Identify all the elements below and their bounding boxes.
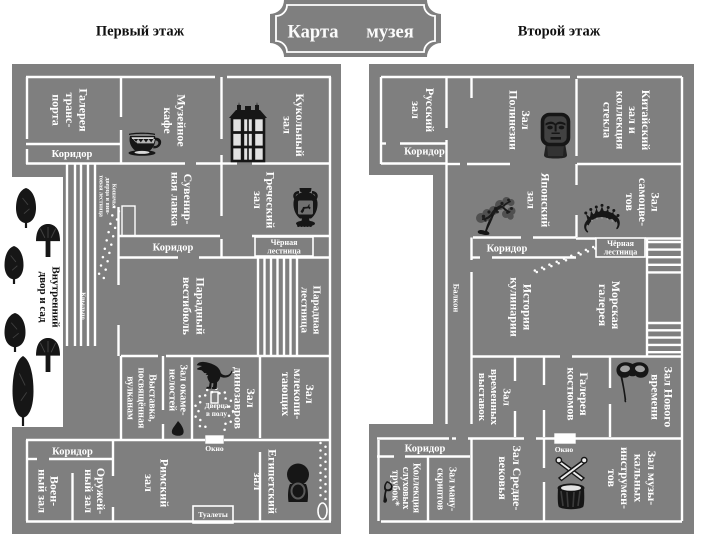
- svg-text:Коридор: Коридор: [405, 444, 446, 455]
- svg-text:Выставка,посвящённаявулканам: Выставка,посвящённаявулканам: [125, 368, 158, 429]
- svg-text:Греческийзал: Греческийзал: [251, 172, 278, 229]
- svg-text:Коридор: Коридор: [52, 149, 93, 160]
- svg-text:ЗалПолинезии: ЗалПолинезии: [507, 90, 533, 150]
- svg-text:Коридор: Коридор: [52, 447, 93, 458]
- svg-text:Окно: Окно: [205, 444, 224, 453]
- svg-text:Второй этаж: Второй этаж: [518, 24, 601, 40]
- svg-text:Кошачьядверца и вин-товая лест: Кошачьядверца и вин-товая лестница: [98, 175, 117, 217]
- svg-text:Воен-ный зал: Воен-ный зал: [35, 469, 61, 513]
- svg-text:Параднаялестница: Параднаялестница: [299, 285, 323, 334]
- svg-text:Галереякостюмов: Галереякостюмов: [565, 367, 592, 421]
- svg-text:Зал Новоговремени: Зал Новоговремени: [648, 367, 675, 428]
- svg-text:Японскийзал: Японскийзал: [524, 173, 552, 228]
- svg-text:Галереятранс-порта: Галереятранс-порта: [49, 88, 90, 132]
- svg-text:Туалеты: Туалеты: [198, 510, 228, 519]
- svg-text:музея: музея: [366, 23, 414, 43]
- svg-text:Залмлекопи-тающих: Залмлекопи-тающих: [279, 369, 317, 420]
- svg-text:Музейноекафе: Музейноекафе: [161, 94, 189, 147]
- svg-text:Морскаягалерея: Морскаягалерея: [596, 281, 623, 330]
- svg-text:Карта: Карта: [287, 23, 338, 43]
- svg-text:Русскийзал: Русскийзал: [409, 88, 437, 132]
- svg-text:Первый этаж: Первый этаж: [96, 24, 185, 40]
- svg-text:Коллекцияслуховыхтрубок*: Коллекцияслуховыхтрубок*: [389, 463, 421, 514]
- svg-text:Римскийзал: Римскийзал: [142, 459, 172, 508]
- svg-text:Окно: Окно: [555, 445, 574, 454]
- svg-text:Китайскийзал иколлекциястекла: Китайскийзал иколлекциястекла: [601, 90, 653, 151]
- svg-text:Зал Средне-вековья: Зал Средне-вековья: [496, 446, 524, 511]
- svg-text:Зал ману-скриптов: Зал ману-скриптов: [435, 467, 458, 511]
- svg-text:Балкон: Балкон: [452, 284, 462, 313]
- svg-text:Оружей-ный зал: Оружей-ный зал: [82, 468, 108, 514]
- svg-text:Кукольныйзал: Кукольныйзал: [281, 93, 308, 156]
- svg-text:Парадныйвестибюль: Парадныйвестибюль: [180, 277, 208, 336]
- svg-text:Внутреннийдвор и сад: Внутреннийдвор и сад: [37, 266, 62, 328]
- svg-text:Историякулинарии: Историякулинарии: [507, 277, 534, 337]
- svg-text:Залвременныхвыставок: Залвременныхвыставок: [476, 369, 513, 426]
- svg-text:Зал музы-кальныхинструмен-тов: Зал музы-кальныхинструмен-тов: [605, 447, 659, 509]
- svg-text:Египетскийзал: Египетскийзал: [251, 449, 280, 514]
- svg-text:Зал окаме-нелостей: Зал окаме-нелостей: [167, 364, 189, 416]
- svg-text:Коридор: Коридор: [404, 147, 445, 158]
- svg-text:Крыльцо: Крыльцо: [80, 292, 87, 319]
- svg-text:Сувенир-ная лавка: Сувенир-ная лавка: [169, 172, 196, 226]
- svg-text:Коридор: Коридор: [487, 244, 528, 255]
- svg-text:Залсамоцве-тов: Залсамоцве-тов: [623, 178, 663, 226]
- svg-text:Коридор: Коридор: [153, 242, 194, 253]
- svg-text:Залдинозавров: Залдинозавров: [232, 367, 259, 430]
